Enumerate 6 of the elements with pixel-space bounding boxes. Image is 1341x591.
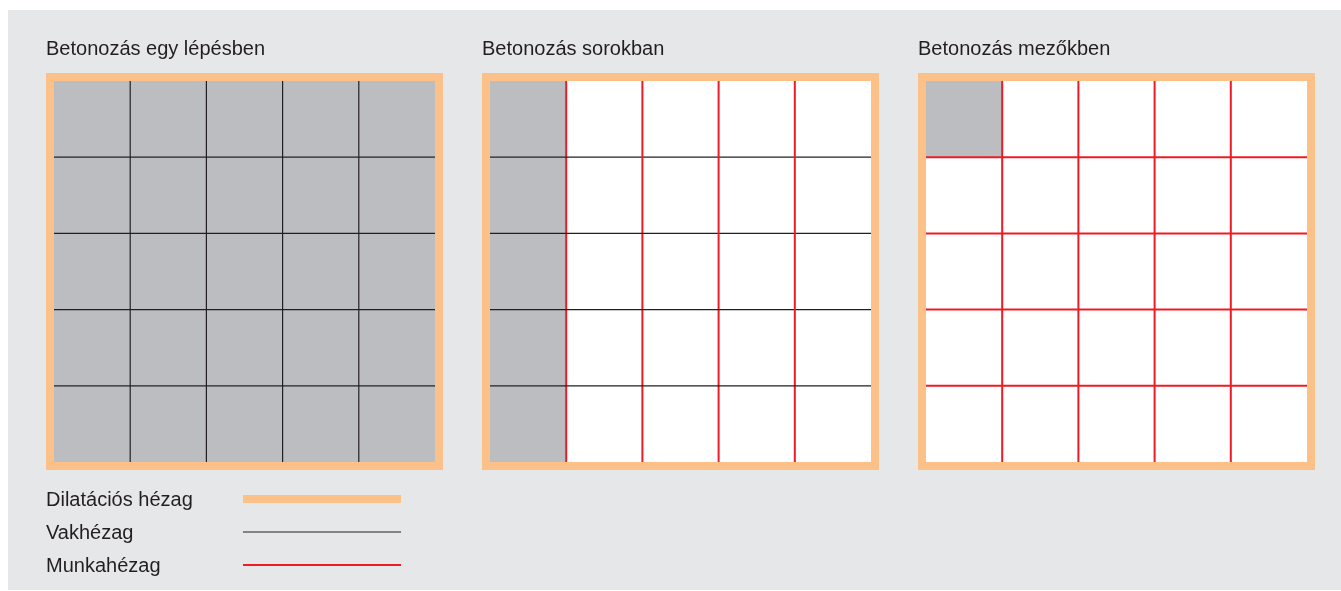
- panel-title: Betonozás egy lépésben: [46, 36, 266, 60]
- panel-title: Betonozás mezőkben: [918, 36, 1111, 60]
- legend-label: Munkahézag: [46, 553, 161, 577]
- legend-label: Dilatációs hézag: [46, 487, 193, 511]
- legend-label: Vakhézag: [46, 520, 134, 544]
- panel-title: Betonozás sorokban: [482, 36, 665, 60]
